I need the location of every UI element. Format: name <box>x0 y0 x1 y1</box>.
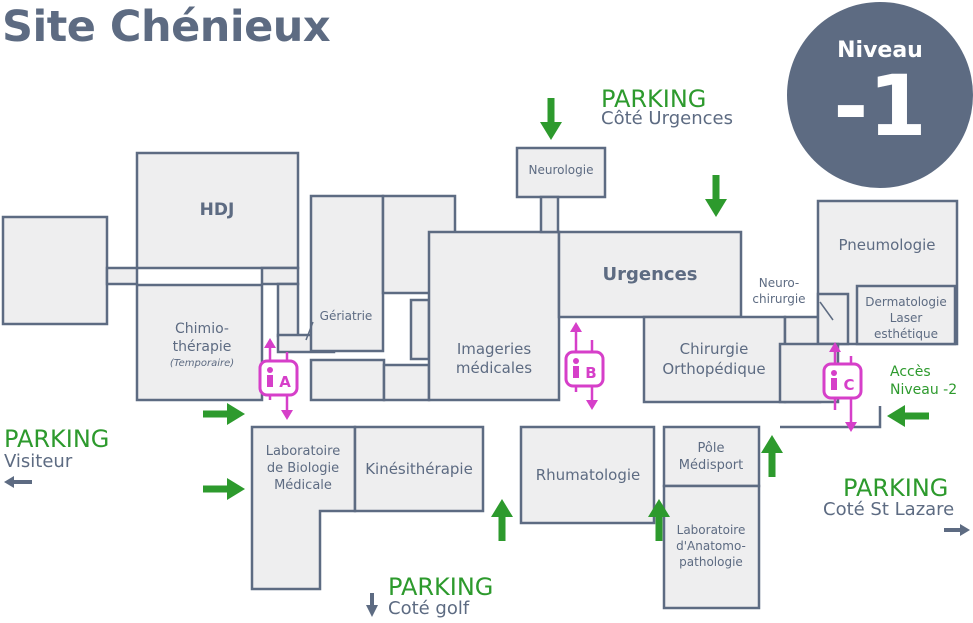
leader-neurochirurgie <box>819 301 834 321</box>
room-hdj <box>135 151 300 270</box>
label-imageries-2: médicales <box>456 359 532 377</box>
label-pneumologie: Pneumologie <box>838 236 935 254</box>
room-rhumatologie <box>519 425 656 525</box>
arrow-down-icon <box>705 175 727 217</box>
label-neurologie: Neurologie <box>529 163 594 177</box>
label-geriatrie: Gériatrie <box>320 309 373 323</box>
level-value: -1 <box>833 57 927 155</box>
parking-urgences-sub: Côté Urgences <box>601 108 733 129</box>
elevator-c[interactable]: C <box>822 342 863 432</box>
room-left-block <box>1 215 109 326</box>
access-level-2: Accès Niveau -2 <box>890 363 957 399</box>
label-chirurgie-1: Chirurgie <box>680 340 749 358</box>
label-neurochir-1: Neuro- <box>759 276 800 290</box>
room-labels: HDJ Chimio- thérapie (Temporaire) Gériat… <box>170 163 947 569</box>
arrow-up-icon <box>491 499 513 541</box>
label-hdj: HDJ <box>200 200 235 220</box>
label-kine: Kinésithérapie <box>365 460 473 478</box>
arrow-up-icon <box>761 435 783 477</box>
arrow-right-icon <box>203 403 245 425</box>
arrow-right-icon <box>203 478 245 500</box>
level-badge: Niveau -1 <box>787 2 973 188</box>
room-anatomopathologie <box>662 484 761 610</box>
room-small-mid <box>409 298 431 361</box>
label-derma-2: Laser <box>890 311 923 325</box>
arrow-down-icon <box>540 98 562 140</box>
label-neurochir-2: chirurgie <box>752 292 805 306</box>
room-low-a <box>309 358 386 402</box>
room-pole-medisport <box>662 425 761 488</box>
label-pole-1: Pôle <box>698 441 725 456</box>
label-imageries-1: Imageries <box>457 340 532 358</box>
elevator-b-label: B <box>585 364 596 382</box>
room-chimio <box>135 283 264 402</box>
label-chimio-2: thérapie <box>173 339 232 355</box>
arrow-down-icon <box>366 593 378 617</box>
corridor-neurologie <box>539 195 560 234</box>
parking-lazare-title: PARKING <box>843 474 949 502</box>
room-dermatologie <box>855 284 957 346</box>
corridor-hdj <box>260 266 300 286</box>
parking-urgences-title: PARKING <box>601 85 707 113</box>
elevator-a-label: A <box>279 373 291 391</box>
label-derma-1: Dermatologie <box>865 295 946 309</box>
label-derma-3: esthétique <box>874 327 938 341</box>
corridor-c-lower <box>780 406 882 429</box>
access-line-1: Accès <box>890 364 931 380</box>
corridor-left <box>105 266 139 286</box>
room-imageries <box>427 230 561 402</box>
arrow-left-icon <box>887 405 929 427</box>
parking-lazare-sub: Coté St Lazare <box>823 499 955 520</box>
label-chimio-1: Chimio- <box>175 321 229 337</box>
label-rhumato: Rhumatologie <box>536 466 641 484</box>
arrow-left-icon <box>4 476 32 488</box>
label-anapath-1: Laboratoire <box>677 523 746 537</box>
room-low-b <box>382 363 431 402</box>
arrow-right-icon <box>944 524 970 536</box>
parking-golf-sub: Coté golf <box>388 598 470 619</box>
room-neurologie <box>515 146 607 199</box>
label-chirurgie-2: Orthopédique <box>662 360 765 378</box>
level-label: Niveau <box>837 38 923 63</box>
label-urgences: Urgences <box>603 264 698 285</box>
corridor-vertical <box>276 282 300 338</box>
room-kinesitherapie <box>353 425 485 513</box>
label-anapath-3: pathologie <box>679 555 743 569</box>
label-labo-2: de Biologie <box>267 461 339 476</box>
label-chimio-3: (Temporaire) <box>170 358 234 369</box>
page-title: Site Chénieux <box>2 2 331 52</box>
label-pole-2: Médisport <box>679 458 744 473</box>
parking-golf-title: PARKING <box>388 573 494 601</box>
direction-arrows <box>4 476 970 617</box>
elevator-b[interactable]: B <box>564 322 605 410</box>
label-labo-1: Laboratoire <box>266 444 340 459</box>
label-anapath-2: d'Anatomo- <box>676 539 746 553</box>
elevator-c-label: C <box>843 376 854 394</box>
room-geriatrie <box>309 194 385 353</box>
parking-visiteur-title: PARKING <box>4 425 110 453</box>
leader-geriatrie <box>305 321 314 341</box>
parking-visiteur-sub: Visiteur <box>4 451 73 472</box>
rooms-layer <box>1 146 959 610</box>
access-line-2: Niveau -2 <box>890 382 958 399</box>
elevator-a[interactable]: A <box>258 338 299 420</box>
label-labo-3: Médicale <box>274 478 332 493</box>
room-urgences <box>557 230 743 319</box>
